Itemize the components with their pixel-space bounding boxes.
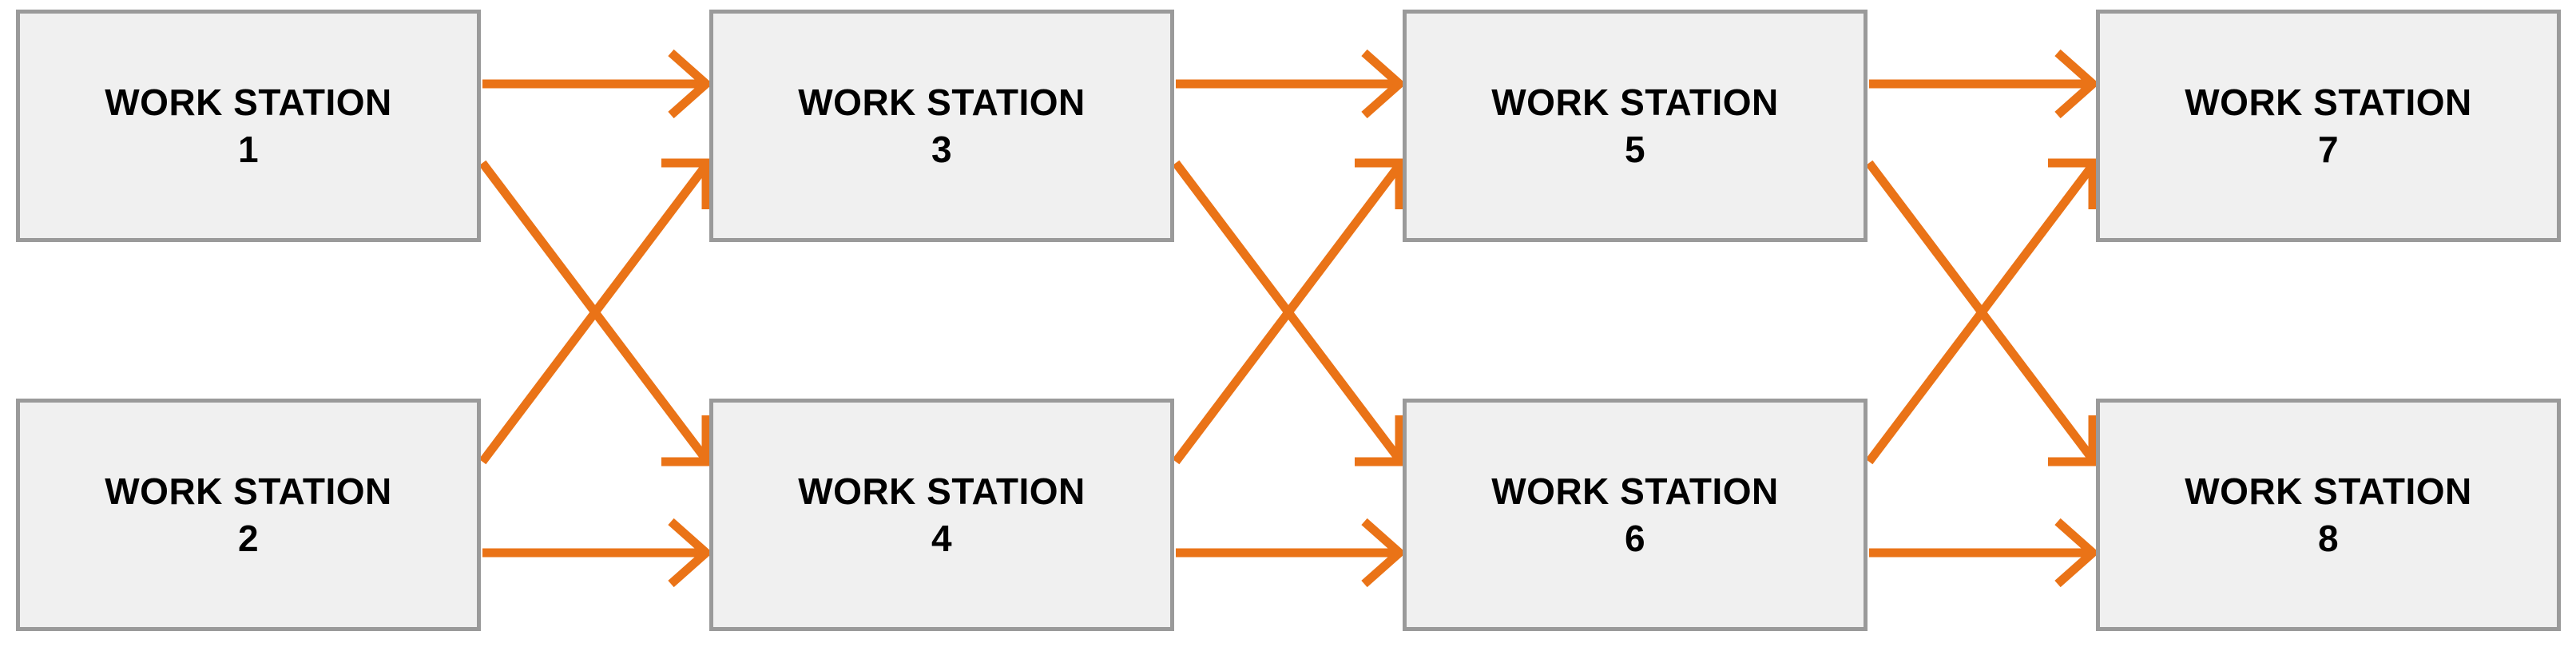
edge-ws5-ws8 — [1865, 160, 2098, 466]
node-work-station-3[interactable]: WORK STATION 3 — [709, 10, 1174, 242]
edge-ws3-ws6 — [1172, 160, 1405, 466]
edge-ws2-ws3 — [478, 158, 712, 465]
node-work-station-4[interactable]: WORK STATION 4 — [709, 399, 1174, 631]
edge-ws1-ws3 — [482, 49, 713, 119]
node-work-station-6[interactable]: WORK STATION 6 — [1403, 399, 1868, 631]
node-title: WORK STATION — [798, 81, 1086, 123]
edge-ws5-ws7 — [1869, 49, 2100, 119]
node-number: 5 — [1624, 128, 1646, 170]
edge-ws6-ws7 — [1865, 158, 2098, 465]
node-work-station-2[interactable]: WORK STATION 2 — [16, 399, 481, 631]
edge-ws6-ws8 — [1869, 518, 2100, 588]
node-work-station-8[interactable]: WORK STATION 8 — [2096, 399, 2561, 631]
node-work-station-1[interactable]: WORK STATION 1 — [16, 10, 481, 242]
node-title: WORK STATION — [2185, 81, 2472, 123]
node-number: 8 — [2317, 517, 2340, 559]
node-title: WORK STATION — [798, 470, 1086, 512]
edge-ws4-ws5 — [1172, 158, 1405, 465]
node-number: 3 — [931, 128, 953, 170]
node-title: WORK STATION — [105, 81, 392, 123]
node-number: 2 — [237, 517, 260, 559]
node-title: WORK STATION — [1491, 470, 1779, 512]
edge-ws2-ws4 — [482, 518, 713, 588]
node-work-station-5[interactable]: WORK STATION 5 — [1403, 10, 1868, 242]
node-title: WORK STATION — [1491, 81, 1779, 123]
node-title: WORK STATION — [2185, 470, 2472, 512]
edge-ws3-ws5 — [1176, 49, 1407, 119]
node-number: 6 — [1624, 517, 1646, 559]
node-number: 1 — [237, 128, 260, 170]
edge-ws4-ws6 — [1176, 518, 1407, 588]
node-work-station-7[interactable]: WORK STATION 7 — [2096, 10, 2561, 242]
node-title: WORK STATION — [105, 470, 392, 512]
edge-ws1-ws4 — [478, 160, 712, 466]
node-number: 4 — [931, 517, 953, 559]
node-number: 7 — [2317, 128, 2340, 170]
